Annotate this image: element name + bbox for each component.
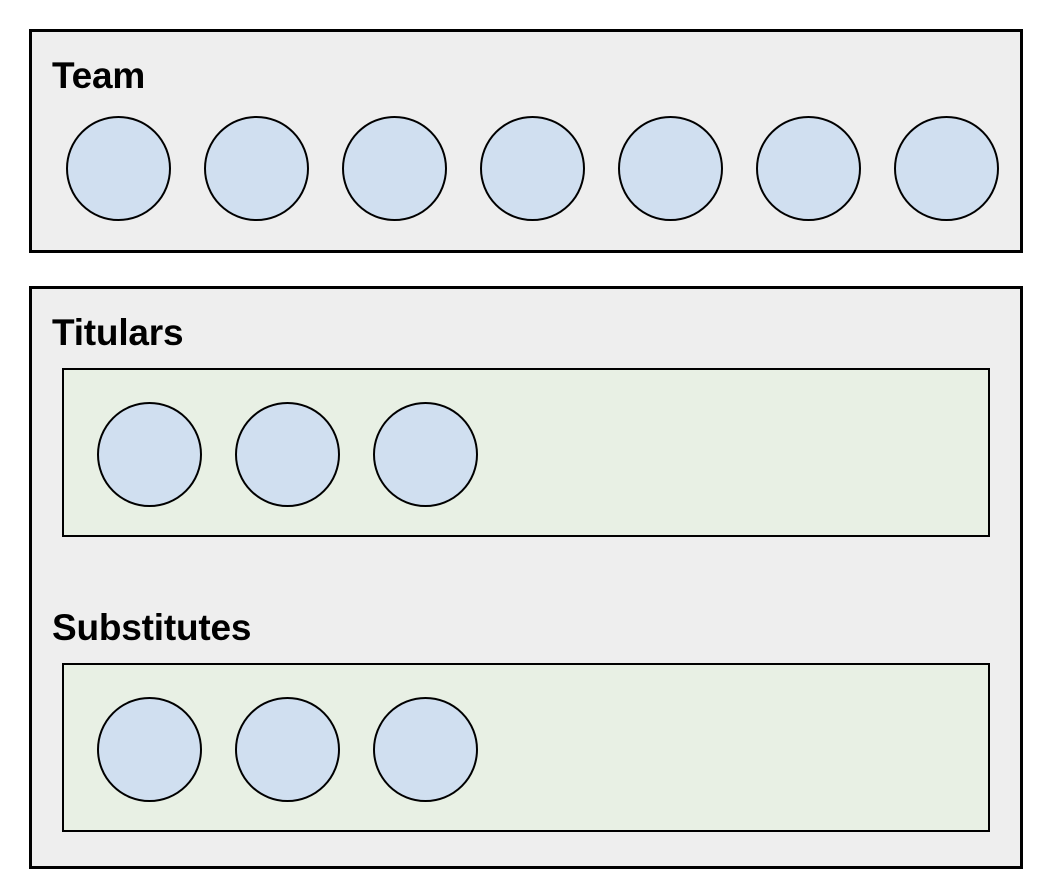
titular-token-1[interactable] xyxy=(97,402,202,507)
player-token-1[interactable] xyxy=(66,116,171,221)
team-panel-title: Team xyxy=(52,55,146,96)
player-token-6[interactable] xyxy=(756,116,861,221)
titular-token-3[interactable] xyxy=(373,402,478,507)
substitute-token-2[interactable] xyxy=(235,697,340,802)
roster-panel[interactable]: Titulars Substitutes xyxy=(29,286,1023,869)
substitute-token-1[interactable] xyxy=(97,697,202,802)
titulars-section-title: Titulars xyxy=(52,312,184,353)
player-token-5[interactable] xyxy=(618,116,723,221)
substitutes-section-title: Substitutes xyxy=(52,607,252,648)
titular-token-2[interactable] xyxy=(235,402,340,507)
substitute-token-3[interactable] xyxy=(373,697,478,802)
titulars-dropzone[interactable] xyxy=(62,368,990,537)
player-token-3[interactable] xyxy=(342,116,447,221)
player-token-7[interactable] xyxy=(894,116,999,221)
team-panel[interactable]: Team xyxy=(29,29,1023,253)
player-token-2[interactable] xyxy=(204,116,309,221)
team-token-row xyxy=(32,32,1020,250)
player-token-4[interactable] xyxy=(480,116,585,221)
substitutes-dropzone[interactable] xyxy=(62,663,990,832)
